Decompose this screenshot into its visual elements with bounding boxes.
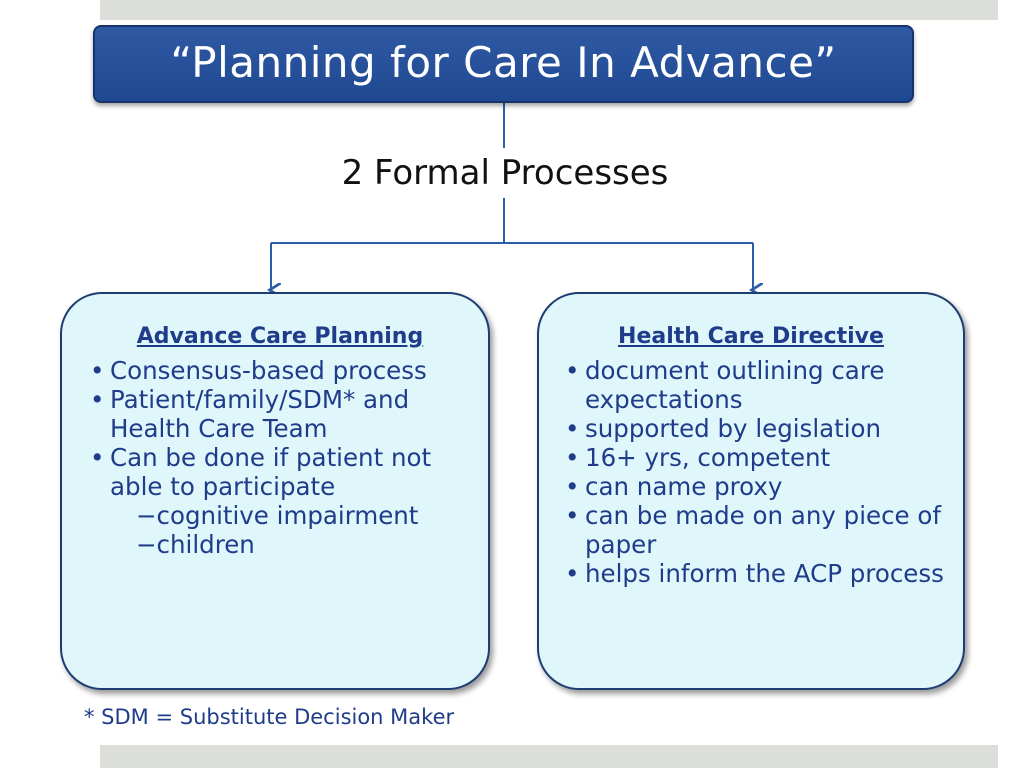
- list-item: •Patient/family/SDM* and Health Care Tea…: [90, 385, 410, 443]
- list-item: •can name proxy: [565, 472, 783, 501]
- bullet-icon: •: [90, 443, 105, 472]
- health-care-directive-heading: Health Care Directive: [618, 324, 884, 349]
- advance-care-planning-box: Advance Care Planning •Consensus-based p…: [60, 292, 490, 690]
- bottom-decorative-band: [100, 745, 998, 768]
- top-decorative-band: [100, 0, 998, 20]
- bullet-icon: •: [565, 414, 580, 443]
- title-banner: “Planning for Care In Advance”: [93, 25, 914, 103]
- bullet-icon: •: [565, 356, 580, 385]
- list-item: •Consensus-based process: [90, 356, 427, 385]
- footnote: * SDM = Substitute Decision Maker: [84, 705, 455, 729]
- health-care-directive-list: •document outlining care expectations •s…: [563, 356, 945, 588]
- list-item: •helps inform the ACP process: [565, 559, 944, 588]
- list-item: •document outlining care expectations: [565, 356, 885, 414]
- bullet-icon: •: [565, 559, 580, 588]
- list-item: •supported by legislation: [565, 414, 882, 443]
- advance-care-planning-list: •Consensus-based process •Patient/family…: [88, 356, 468, 501]
- list-item: •can be made on any piece of paper: [565, 501, 942, 559]
- bullet-icon: •: [90, 385, 105, 414]
- list-item: •Can be done if patient not able to part…: [90, 443, 432, 501]
- health-care-directive-box: Health Care Directive •document outlinin…: [537, 292, 965, 690]
- page-title: “Planning for Care In Advance”: [170, 38, 837, 87]
- bullet-icon: •: [90, 356, 105, 385]
- subtitle: 2 Formal Processes: [310, 148, 700, 198]
- bullet-icon: •: [565, 443, 580, 472]
- bullet-icon: •: [565, 501, 580, 530]
- advance-care-planning-heading: Advance Care Planning: [136, 324, 424, 349]
- sub-list-item: −children: [136, 530, 255, 559]
- bullet-icon: •: [565, 472, 580, 501]
- sub-list-item: −cognitive impairment: [136, 501, 419, 530]
- list-item: •16+ yrs, competent: [565, 443, 831, 472]
